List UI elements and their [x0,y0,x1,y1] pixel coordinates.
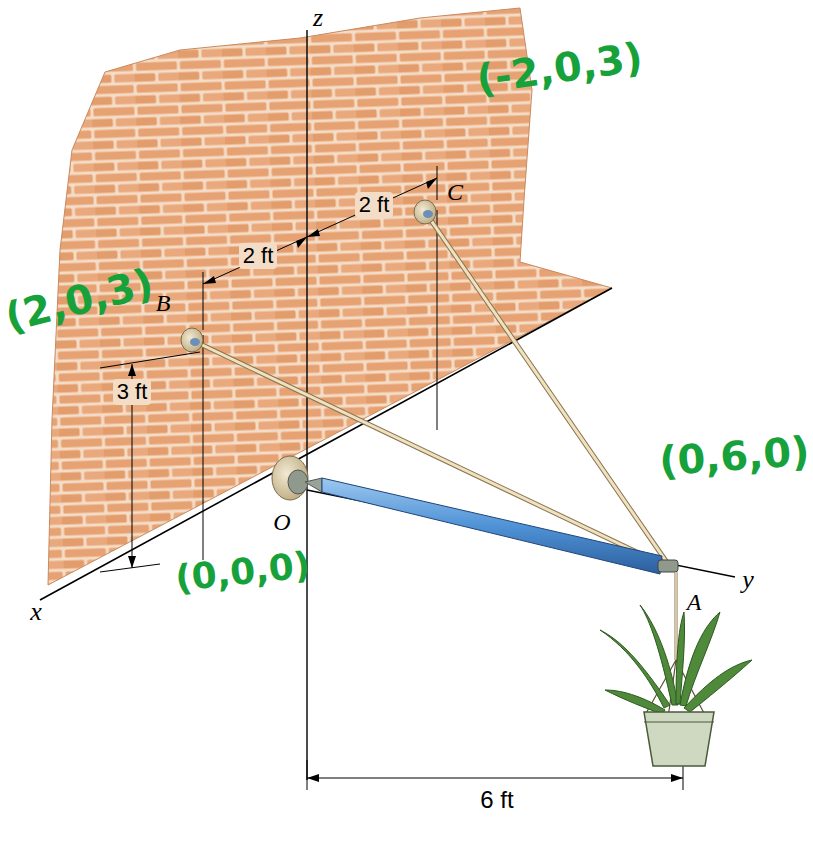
x-axis [40,288,612,600]
coordinate-note: (0,6,0) [657,429,810,483]
point-label: C [447,179,463,205]
dimension-label: 2 ft [355,192,394,218]
coordinate-note: (0,0,0) [174,545,313,599]
axis-label: z [313,4,323,33]
point-label: O [273,509,290,535]
dimension-label: 6 ft [476,786,517,814]
hanging-plant [600,572,752,766]
dimension-lines [100,166,683,790]
point-label: A [687,589,702,615]
wall-anchors [181,200,436,352]
axis-label: x [30,598,42,627]
dimension-label: 2 ft [239,243,278,269]
dimension-arrows [128,178,683,782]
axis-label: y [742,566,754,595]
dimension-label: 3 ft [113,379,152,405]
boom [272,456,678,574]
point-label: B [156,290,171,316]
z-axis [306,30,307,780]
